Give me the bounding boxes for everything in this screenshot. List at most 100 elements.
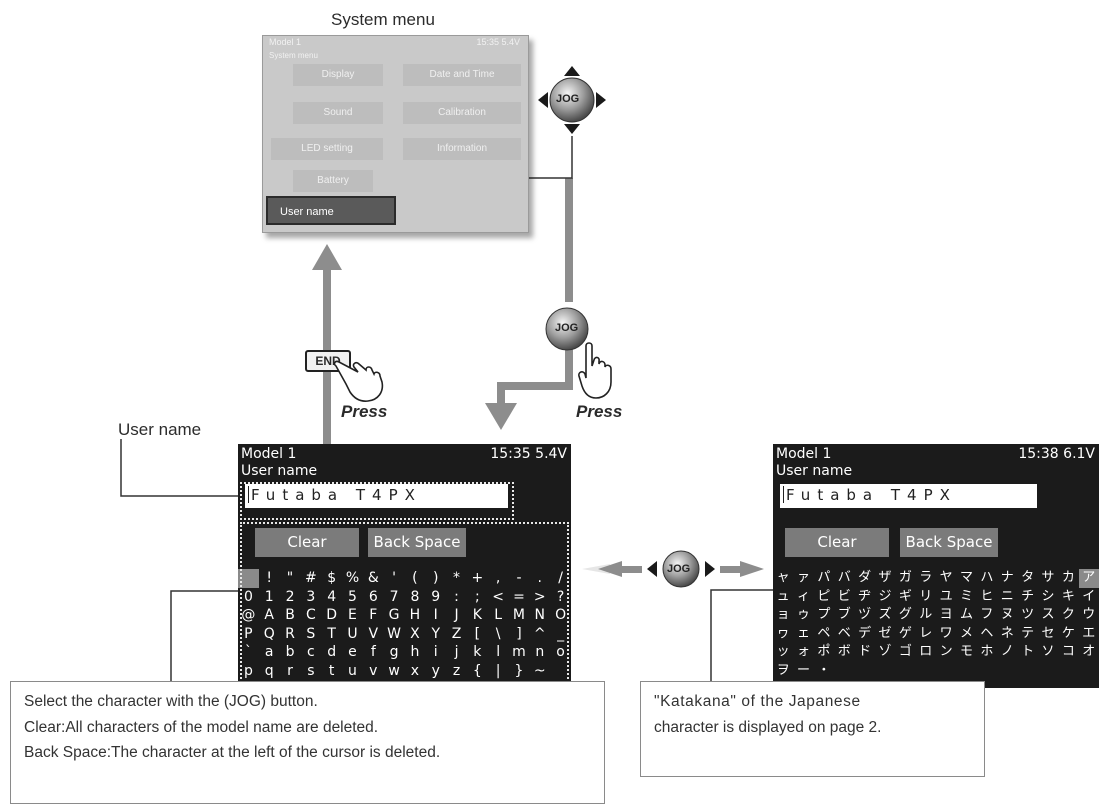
char-key[interactable]: 8 [410,588,420,605]
char-key[interactable]: ボ [837,644,851,660]
char-key[interactable]: { [472,662,482,679]
char-key[interactable]: グ [898,607,912,623]
char-key[interactable]: * [453,570,461,586]
char-key[interactable]: z [452,662,461,679]
char-key[interactable]: \ [495,625,501,642]
char-key[interactable]: $ [327,570,337,586]
char-key[interactable]: ド [858,644,872,660]
char-key[interactable]: モ [960,644,974,660]
char-key[interactable]: ヮ [776,625,790,641]
char-key[interactable]: ハ [980,570,994,585]
character-grid-right[interactable]: ャァパバダザガラヤマハナタサカアュィピビヂジギリユミヒニチシキイョゥプブヅズグル… [773,569,1099,681]
char-key[interactable]: ツ [1021,607,1035,623]
char-key[interactable]: ガ [898,570,912,585]
char-key[interactable] [1079,662,1099,681]
char-key[interactable]: ・ [817,662,831,678]
char-key[interactable]: プ [817,607,831,623]
char-key[interactable]: l [496,644,501,661]
user-name-field-left[interactable]: Futaba T4PX [245,484,508,508]
char-key[interactable]: リ [919,588,933,604]
char-key[interactable]: & [367,570,379,586]
char-key[interactable]: R [285,625,295,642]
char-key[interactable]: B [285,607,295,624]
char-key[interactable]: o [556,644,565,661]
char-key[interactable]: ニ [1000,588,1014,604]
char-key[interactable]: ォ [797,644,811,660]
char-key[interactable]: 5 [348,588,357,605]
char-key[interactable]: ァ [797,570,811,585]
char-key[interactable]: = [513,588,525,605]
char-key[interactable]: ? [556,588,565,605]
char-key[interactable]: ヤ [939,570,953,585]
user-name-field-right[interactable]: Futaba T4PX [780,484,1037,508]
char-key[interactable]: > [533,588,546,605]
char-key[interactable]: h [410,644,420,661]
char-key[interactable]: ピ [817,588,831,604]
char-key[interactable]: ミ [960,588,974,604]
char-key[interactable]: < [492,588,505,605]
char-key[interactable]: a [264,644,274,661]
char-key[interactable]: ヌ [1000,607,1014,623]
char-key[interactable]: ラ [919,570,933,585]
char-key[interactable]: v [369,662,378,679]
char-key[interactable]: - [516,570,522,586]
char-key[interactable]: コ [1061,644,1075,660]
char-key[interactable]: d [327,644,337,661]
char-key[interactable]: H [409,607,421,624]
char-key[interactable]: ゼ [878,625,892,641]
char-key[interactable]: 9 [431,588,441,605]
char-key[interactable]: . [537,570,542,586]
char-key[interactable]: ゾ [878,644,892,660]
char-key[interactable]: シ [1041,588,1055,604]
char-key[interactable]: + [471,570,484,586]
char-key[interactable]: t [328,662,335,679]
char-key[interactable]: 2 [285,588,295,605]
char-key[interactable]: | [495,662,501,679]
char-key[interactable]: ャ [776,570,790,585]
char-key[interactable]: e [348,644,357,661]
char-key[interactable]: デ [858,625,872,641]
char-key[interactable]: x [410,662,420,679]
char-key[interactable]: m [512,644,526,661]
char-key[interactable]: q [264,662,274,679]
char-key[interactable]: キ [1061,588,1075,604]
char-key[interactable]: バ [837,570,851,585]
char-key[interactable] [956,662,976,681]
char-key[interactable]: F [369,607,378,624]
char-key[interactable]: ヨ [939,607,953,623]
char-key[interactable]: ッ [776,644,790,660]
char-key[interactable]: f [370,644,376,661]
char-key[interactable]: @ [241,607,256,624]
char-key[interactable]: S [306,625,316,642]
char-key[interactable]: ン [939,644,953,660]
char-key[interactable]: N [534,607,546,624]
char-key[interactable]: c [306,644,315,661]
char-key[interactable]: # [304,570,317,586]
char-key[interactable]: ~ [533,662,546,679]
char-key[interactable]: i [433,644,438,661]
char-key[interactable]: 7 [389,588,399,605]
char-key[interactable]: ヅ [858,607,872,623]
char-key[interactable]: J [454,607,459,624]
char-key[interactable]: チ [1021,588,1035,604]
display-button[interactable]: Display [293,64,383,86]
information-button[interactable]: Information [403,138,521,160]
char-key[interactable]: レ [919,625,933,641]
char-key[interactable]: ( [412,570,418,586]
char-key[interactable]: [ [474,625,481,642]
char-key[interactable]: ' [392,570,397,586]
date-time-button[interactable]: Date and Time [403,64,521,86]
char-key[interactable]: カ [1061,570,1075,585]
char-key[interactable]: Y [431,625,440,642]
char-key[interactable]: セ [1041,625,1055,641]
clear-button-left[interactable]: Clear [255,528,359,557]
char-key[interactable]: サ [1041,570,1055,585]
char-key[interactable]: ク [1061,607,1075,623]
char-key[interactable]: V [368,625,379,642]
char-key[interactable]: 3 [306,588,316,605]
char-key[interactable]: M [512,607,526,624]
char-key[interactable]: k [473,644,482,661]
char-key[interactable] [916,662,936,681]
char-key[interactable]: フ [980,607,994,623]
char-key[interactable]: ポ [817,644,831,660]
